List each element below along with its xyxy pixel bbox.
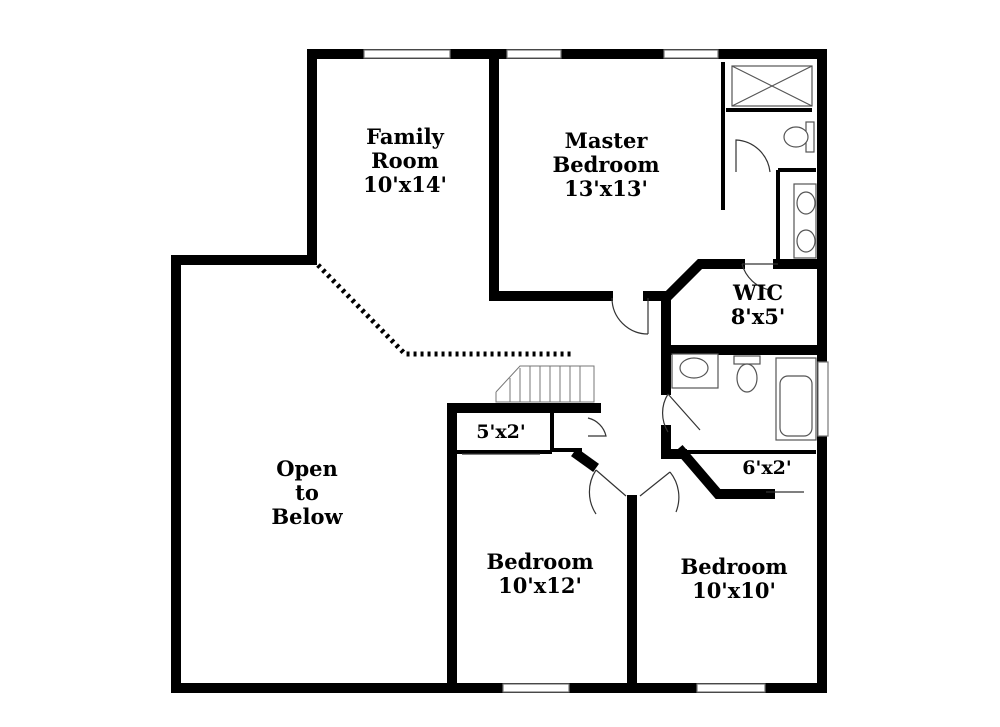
window-bedroom-left [502,683,570,693]
sink-bottom-icon [796,229,816,253]
family-room-name-line1: Family [366,124,445,149]
door-master [611,297,649,335]
closet-5x2-size: 5'x2' [476,421,525,443]
hall-bath-fixtures [671,353,817,441]
toilet-bowl-icon [783,126,809,148]
family-room-name-line2: Room [371,148,439,173]
master-bedroom-size: 13'x13' [564,176,648,201]
wic-size: 8'x5' [731,304,786,329]
toilet-tank-hall-icon [733,355,761,365]
doors [462,139,804,515]
window-master-left [506,49,562,59]
open-to-below-line3: Below [271,504,343,529]
open-to-below-line2: to [295,480,319,505]
wic: WIC 8'x5' [731,280,786,329]
door-closet-5x2 [587,417,607,437]
window-bedroom-right [696,683,766,693]
window-master-right [663,49,719,59]
closet-6x2: 6'x2' [742,457,791,479]
master-bath-fixtures [731,65,817,259]
wic-name: WIC [732,280,783,305]
master-bedroom: Master Bedroom 13'x13' [552,128,659,201]
closet-6x2-size: 6'x2' [742,457,791,479]
family-room-size: 10'x14' [363,172,447,197]
door-bedroom-left [588,469,627,515]
family-room: Family Room 10'x14' [363,124,447,197]
bathtub-basin-icon [779,375,813,437]
door-wic [741,263,778,291]
door-bedroom-right [639,471,680,513]
interior-walls [447,55,821,693]
windows [363,49,829,693]
bedroom-right: Bedroom 10'x10' [680,554,787,603]
bedroom-left: Bedroom 10'x12' [486,549,593,598]
open-to-below-line1: Open [276,456,338,481]
master-bedroom-name-line2: Bedroom [552,152,659,177]
window-family-room [363,49,451,59]
sink-hall-icon [679,357,709,379]
door-hall-bath [662,393,701,433]
door-bath-master [735,139,771,173]
window-bath-right [817,361,829,437]
bedroom-right-size: 10'x10' [692,578,776,603]
master-bedroom-name-line1: Master [565,128,649,153]
railing-line [316,263,574,357]
bedroom-right-name: Bedroom [680,554,787,579]
stairs [495,365,595,403]
bedroom-left-size: 10'x12' [498,573,582,598]
open-to-below: Open to Below [271,456,343,529]
exterior-walls [171,49,827,693]
closet-5x2: 5'x2' [476,421,525,443]
bedroom-left-name: Bedroom [486,549,593,574]
sink-top-icon [796,191,816,215]
toilet-bowl-hall-icon [736,363,758,393]
